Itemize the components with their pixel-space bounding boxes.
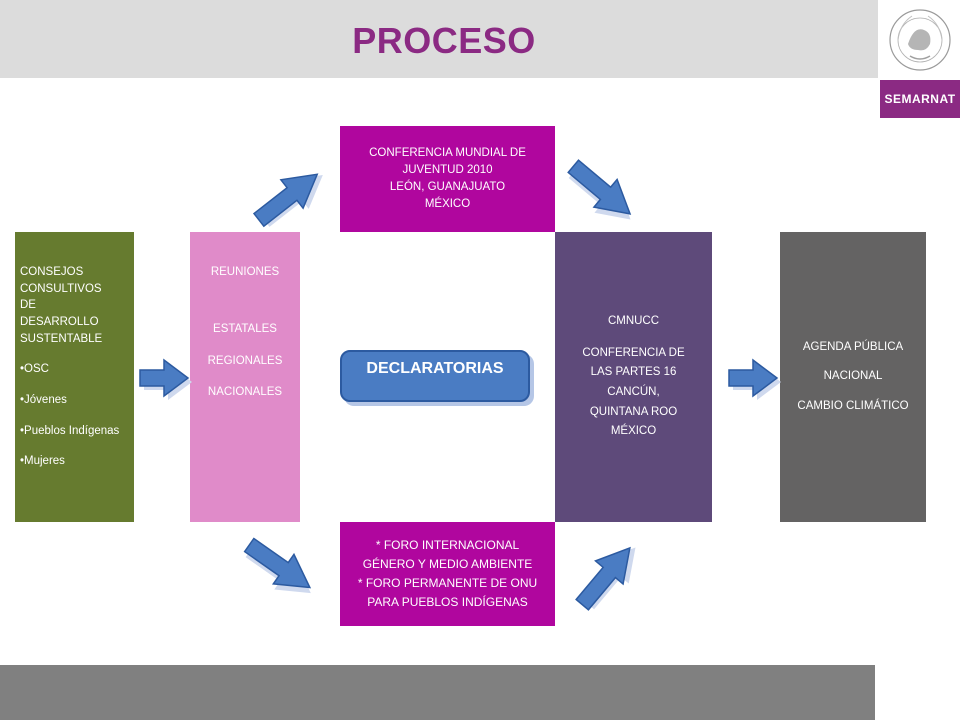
- consejos-title-line: SUSTENTABLE: [20, 332, 103, 345]
- cmnucc-line: LAS PARTES 16: [590, 366, 677, 379]
- arrow-down-right-icon: [243, 537, 312, 594]
- agenda-line: CAMBIO CLIMÁTICO: [797, 399, 909, 412]
- reuniones-line: ESTATALES: [213, 323, 277, 336]
- page-title: PROCESO: [352, 20, 536, 61]
- foro-box: * FORO INTERNACIONAL GÉNERO Y MEDIO AMBI…: [340, 522, 555, 626]
- foro-line: * FORO PERMANENTE DE ONU: [357, 576, 538, 590]
- cmnucc-line: CANCÚN,: [607, 386, 660, 398]
- conferencia-juventud-box: CONFERENCIA MUNDIAL DE JUVENTUD 2010 LEÓ…: [340, 126, 555, 232]
- consejos-title-line: CONSEJOS: [20, 266, 84, 278]
- reuniones-line: NACIONALES: [207, 385, 283, 398]
- cmnucc-box: CMNUCC CONFERENCIA DE LAS PARTES 16 CANC…: [555, 232, 712, 522]
- arrow-up-right-icon: [252, 173, 323, 228]
- consejos-bullet: •OSC: [20, 363, 49, 376]
- footer-bar: [0, 665, 875, 720]
- semarnat-logo: SEMARNAT: [880, 80, 960, 118]
- mexico-seal-icon: [889, 9, 951, 71]
- conferencia-line: JUVENTUD 2010: [402, 163, 493, 176]
- reuniones-line: REGIONALES: [207, 354, 283, 367]
- consejos-title-line: CONSULTIVOS: [20, 282, 102, 295]
- foro-line: * FORO INTERNACIONAL: [375, 537, 520, 552]
- conferencia-line: LEÓN, GUANAJUATO: [389, 181, 506, 193]
- foro-line: PARA PUEBLOS INDÍGENAS: [367, 595, 528, 610]
- reuniones-line: REUNIONES: [210, 266, 280, 278]
- consejos-box: CONSEJOS CONSULTIVOS DE DESARROLLO SUSTE…: [15, 232, 134, 522]
- header-bar: [0, 0, 878, 78]
- conferencia-line: CONFERENCIA MUNDIAL DE: [369, 146, 526, 159]
- conferencia-line: MÉXICO: [424, 198, 471, 211]
- arrow-up-right-icon: [575, 546, 636, 611]
- coat-of-arms-seal: [880, 0, 960, 78]
- arrow-right-icon: [139, 358, 192, 400]
- consejos-bullet: •Jóvenes: [20, 394, 67, 407]
- agenda-line: AGENDA PÚBLICA: [802, 341, 904, 354]
- arrow-down-right-icon: [567, 159, 632, 220]
- agenda-box: AGENDA PÚBLICA NACIONAL CAMBIO CLIMÁTICO: [780, 232, 926, 522]
- consejos-title-line: DE: [20, 299, 36, 312]
- cmnucc-line: MÉXICO: [610, 425, 657, 438]
- consejos-bullet: •Pueblos Indígenas: [20, 424, 120, 437]
- arrow-right-icon: [728, 358, 781, 400]
- agenda-line: NACIONAL: [823, 370, 883, 383]
- reuniones-box: REUNIONES ESTATALES REGIONALES NACIONALE…: [190, 232, 300, 522]
- consejos-bullet: •Mujeres: [20, 455, 65, 468]
- cmnucc-line: CMNUCC: [607, 315, 660, 328]
- cmnucc-line: QUINTANA ROO: [589, 405, 678, 418]
- consejos-title-line: DESARROLLO: [20, 316, 99, 329]
- foro-line: GÉNERO Y MEDIO AMBIENTE: [362, 556, 533, 571]
- declaratorias-button: DECLARATORIAS: [340, 350, 530, 402]
- cmnucc-line: CONFERENCIA DE: [582, 346, 685, 359]
